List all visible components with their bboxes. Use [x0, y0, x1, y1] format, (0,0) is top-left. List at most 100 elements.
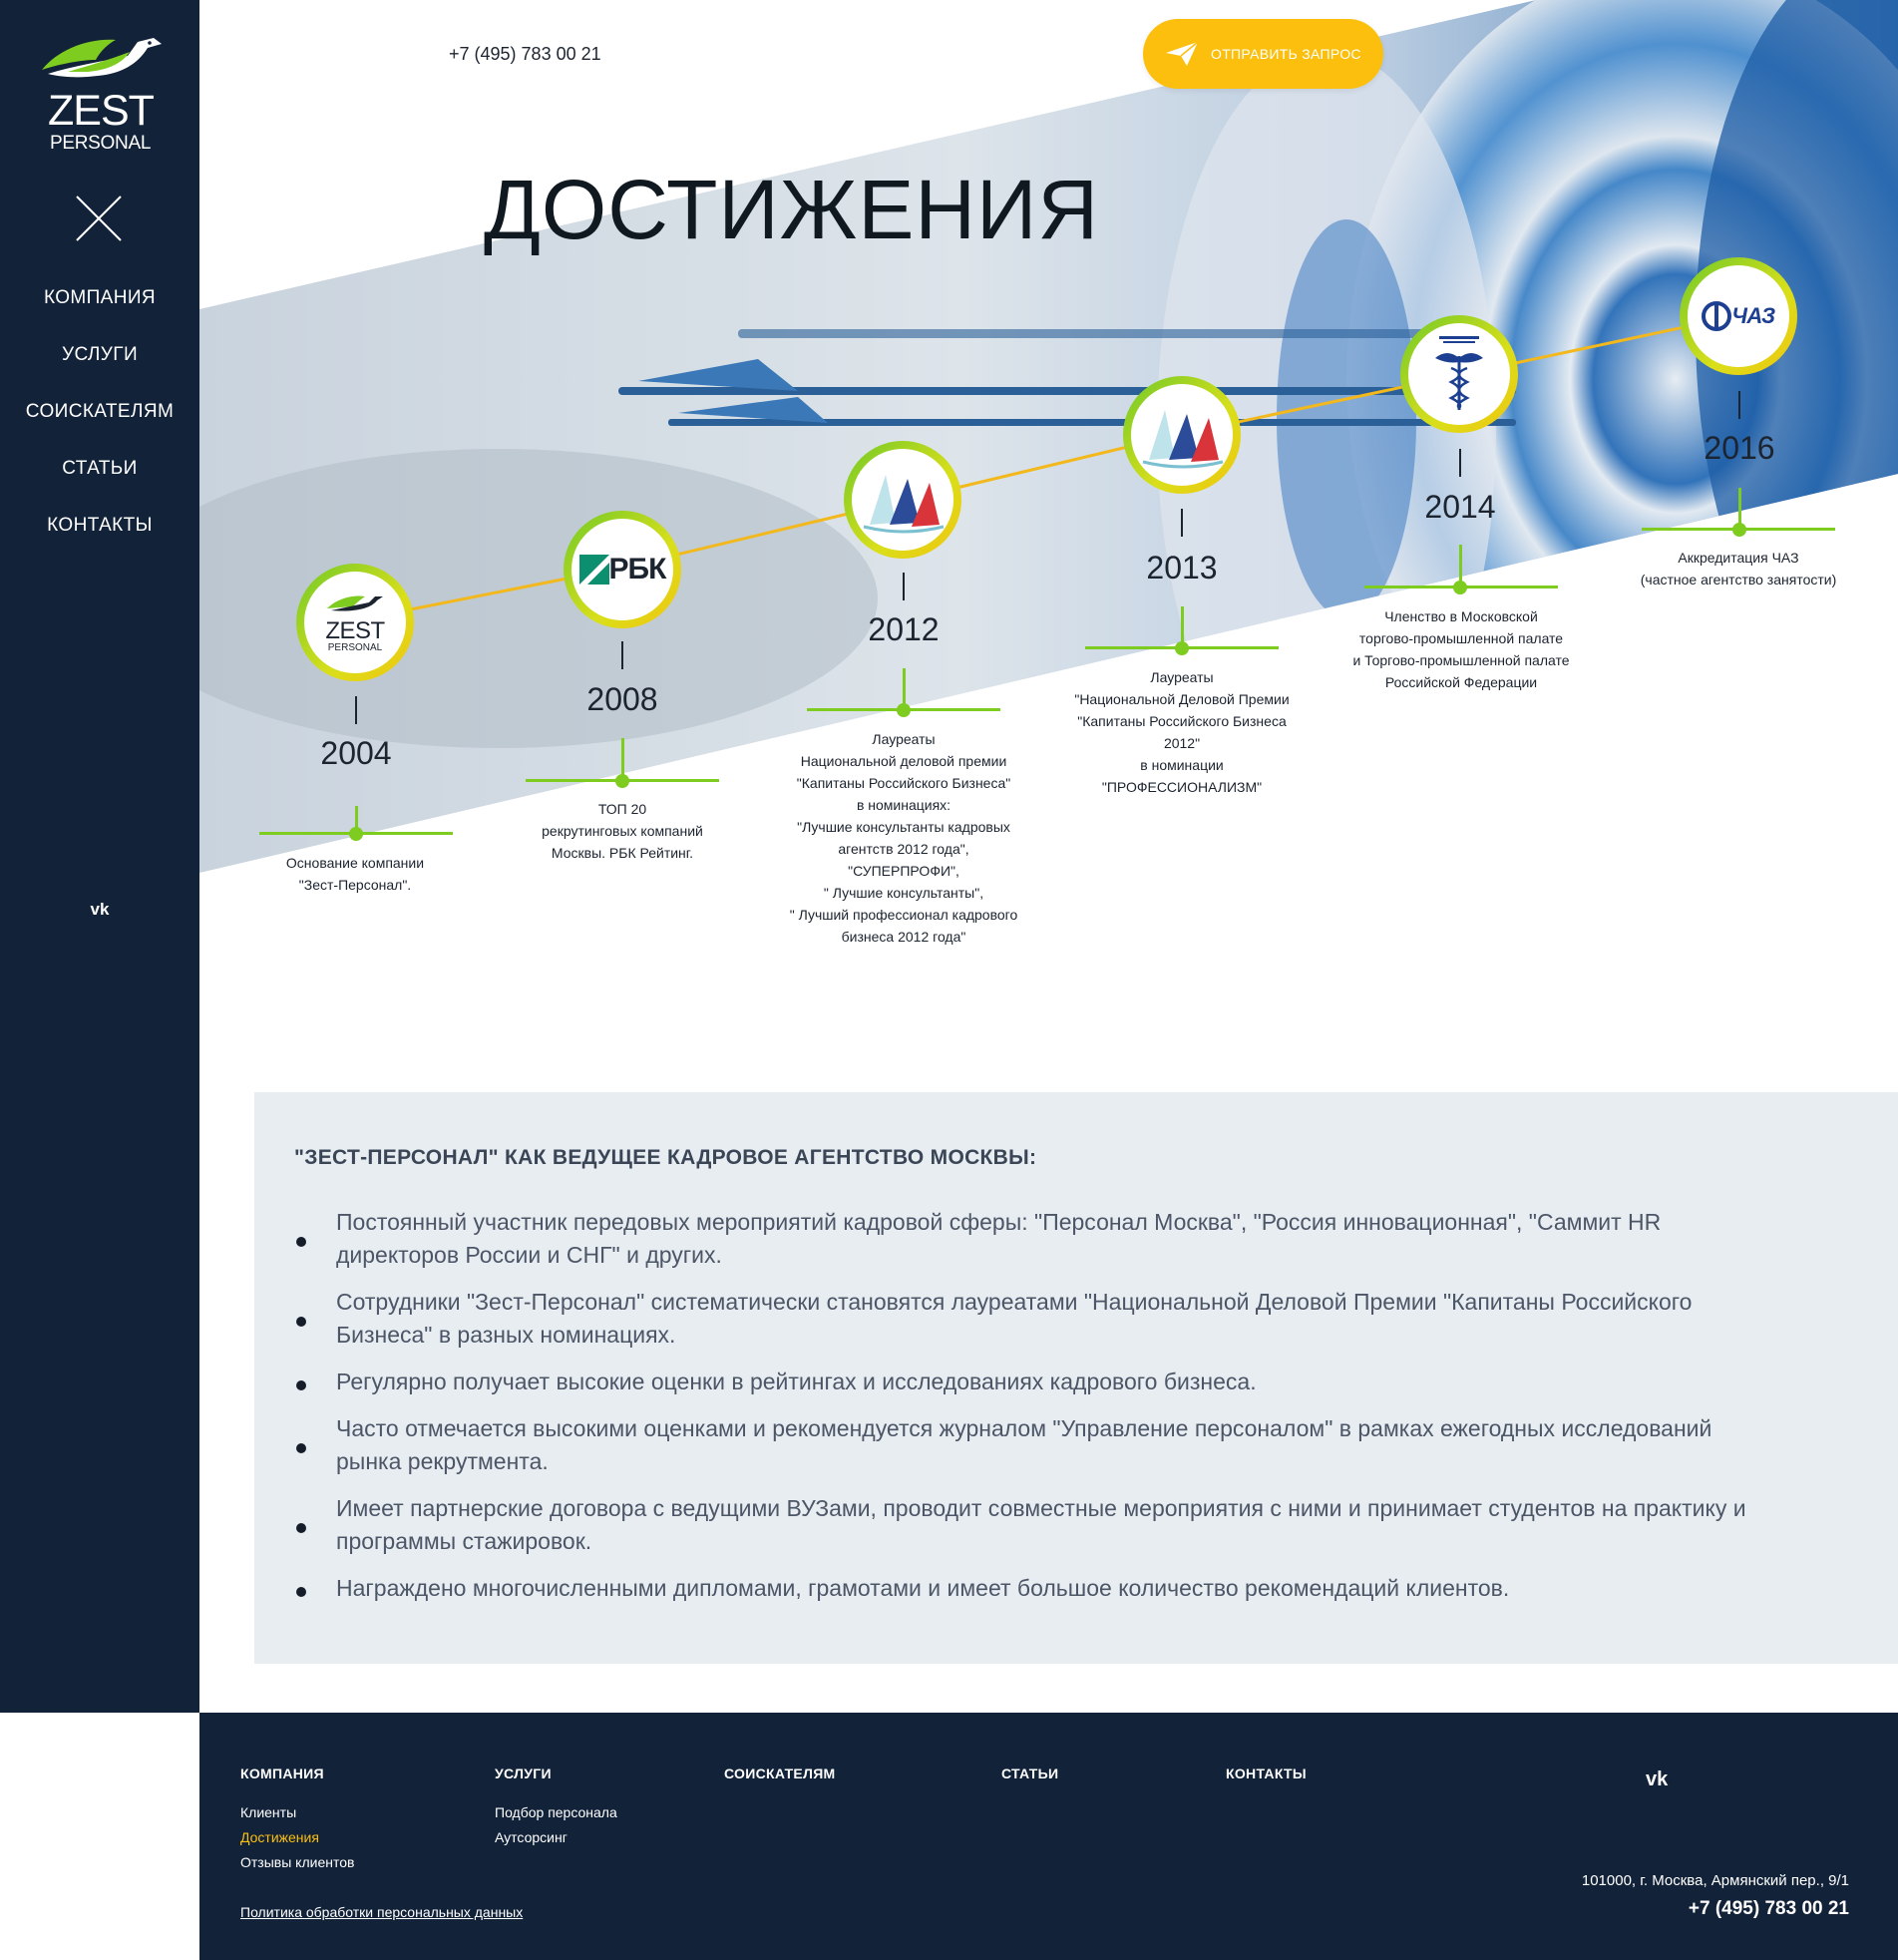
sidebar-item-services[interactable]: УСЛУГИ — [61, 344, 139, 365]
list-item: Имеет партнерские договора с ведущими ВУ… — [296, 1492, 1842, 1558]
timeline-badge-2004[interactable]: ZEST PERSONAL — [296, 564, 414, 681]
advantages-heading: "ЗЕСТ-ПЕРСОНАЛ" КАК ВЕДУЩЕЕ КАДРОВОЕ АГЕ… — [294, 1146, 1037, 1169]
timeline-caption-2013: Лауреаты"Национальной Деловой Премии"Кап… — [1074, 669, 1290, 795]
bullet-icon — [296, 1317, 306, 1327]
timeline-year: 2012 — [868, 611, 940, 647]
timeline-stem — [1181, 606, 1184, 648]
footer-address: 101000, г. Москва, Армянский пер., 9/1 — [1581, 1872, 1849, 1889]
timeline-dot — [1175, 641, 1189, 655]
sidebar: ZEST PERSONAL КОМПАНИЯ УСЛУГИ СОИСКАТЕЛЯ… — [0, 0, 199, 1713]
chaz-logo: ЧАЗ — [1688, 265, 1789, 367]
timeline-stem — [1459, 545, 1462, 587]
tpp-logo — [1408, 323, 1510, 425]
logo-subtitle: PERSONAL — [50, 133, 152, 154]
list-item: Сотрудники "Зест-Персонал" систематическ… — [296, 1286, 1842, 1352]
timeline-year: 2016 — [1704, 430, 1775, 466]
footer-link-outsourcing[interactable]: Аутсорсинг — [495, 1829, 568, 1845]
caduceus-icon — [1435, 336, 1483, 410]
send-request-button[interactable]: ОТПРАВИТЬ ЗАПРОС — [1143, 19, 1383, 89]
bullet-icon — [296, 1523, 306, 1533]
timeline-badge-2016[interactable]: ЧАЗ — [1680, 257, 1797, 375]
footer-heading-company[interactable]: КОМПАНИЯ — [240, 1765, 324, 1781]
sidebar-item-contacts[interactable]: КОНТАКТЫ — [47, 515, 153, 536]
footer: КОМПАНИЯ Клиенты Достижения Отзывы клиен… — [199, 1713, 1898, 1960]
list-item: Часто отмечается высокими оценками и рек… — [296, 1412, 1842, 1478]
bullet-icon — [296, 1586, 306, 1597]
footer-heading-contacts[interactable]: КОНТАКТЫ — [1226, 1765, 1307, 1781]
advantages-section: "ЗЕСТ-ПЕРСОНАЛ" КАК ВЕДУЩЕЕ КАДРОВОЕ АГЕ… — [254, 1092, 1898, 1664]
timeline-logo-sub: PERSONAL — [327, 641, 383, 653]
sidebar-nav: КОМПАНИЯ УСЛУГИ СОИСКАТЕЛЯМ СТАТЬИ КОНТА… — [0, 283, 199, 568]
timeline-badge-2008[interactable]: РБК — [564, 511, 681, 628]
footer-link-clients[interactable]: Клиенты — [240, 1804, 297, 1820]
timeline-logo-text: РБК — [608, 553, 667, 586]
zest-logo: ZEST PERSONAL — [304, 572, 406, 673]
bird-icon — [327, 595, 383, 611]
sails-icon — [863, 475, 945, 534]
timeline-badge-2014[interactable] — [1400, 315, 1518, 433]
timeline-dot — [897, 703, 911, 717]
bird-icon — [42, 38, 162, 78]
timeline-stem — [1738, 488, 1741, 530]
footer-link-achievements[interactable]: Достижения — [240, 1829, 319, 1845]
header-phone[interactable]: +7 (495) 783 00 21 — [449, 44, 601, 64]
advantages-list: Постоянный участник передовых мероприяти… — [296, 1206, 1842, 1619]
timeline-dot — [1732, 523, 1746, 537]
timeline-logo-text: ZEST — [325, 616, 385, 644]
paper-plane-icon — [1166, 41, 1199, 66]
sails-icon — [1142, 410, 1224, 469]
timeline-year: 2008 — [586, 681, 658, 717]
list-item: Регулярно получает высокие оценки в рейт… — [296, 1366, 1842, 1398]
timeline-tick — [1738, 391, 1740, 419]
bullet-icon — [296, 1379, 306, 1390]
timeline-tick — [621, 641, 623, 669]
zest-personal-logo[interactable]: ZEST PERSONAL — [38, 30, 164, 158]
timeline-tick — [355, 696, 357, 724]
footer-phone[interactable]: +7 (495) 783 00 21 — [1688, 1898, 1849, 1919]
list-item: Постоянный участник передовых мероприяти… — [296, 1206, 1842, 1272]
vk-icon[interactable]: vk — [90, 900, 110, 919]
footer-link-reviews[interactable]: Отзывы клиентов — [240, 1854, 355, 1870]
list-item: Награждено многочисленными дипломами, гр… — [296, 1572, 1842, 1605]
footer-heading-articles[interactable]: СТАТЬИ — [1001, 1765, 1059, 1781]
timeline-year: 2014 — [1424, 489, 1496, 525]
timeline-caption-2004: Основание компании"Зест-Персонал". — [285, 855, 425, 893]
sidebar-item-company[interactable]: КОМПАНИЯ — [43, 287, 157, 308]
timeline-logo-text: ЧАЗ — [1731, 303, 1775, 328]
sidebar-item-articles[interactable]: СТАТЬИ — [62, 458, 138, 479]
timeline-badge-2013[interactable] — [1123, 376, 1241, 494]
page-title: ДОСТИЖЕНИЯ — [484, 163, 1100, 256]
timeline-tick — [903, 573, 905, 600]
timeline-year: 2004 — [320, 735, 392, 771]
hero-section: +7 (495) 783 00 21 ОТПРАВИТЬ ЗАПРОС ДОСТ… — [199, 0, 1898, 997]
footer-heading-services[interactable]: УСЛУГИ — [495, 1765, 552, 1781]
timeline-caption-2016: Аккредитация ЧАЗ(частное агентство занят… — [1640, 550, 1837, 588]
bullet-icon — [296, 1443, 306, 1453]
rbk-mark-icon — [578, 555, 609, 585]
footer-heading-candidates[interactable]: СОИСКАТЕЛЯМ — [724, 1765, 836, 1781]
timeline-dot — [615, 774, 629, 788]
archery-target-image — [199, 0, 1898, 873]
timeline-tick — [1181, 509, 1183, 537]
timeline-dot — [349, 827, 363, 841]
timeline-stem — [621, 738, 624, 780]
sidebar-item-candidates[interactable]: СОИСКАТЕЛЯМ — [25, 401, 175, 422]
kapitany-logo — [1131, 384, 1233, 486]
timeline-tick — [1459, 449, 1461, 477]
timeline-badge-2012[interactable] — [844, 441, 961, 559]
send-request-label: ОТПРАВИТЬ ЗАПРОС — [1211, 46, 1361, 62]
footer-link-recruitment[interactable]: Подбор персонала — [495, 1804, 617, 1820]
rbk-logo: РБК — [571, 519, 673, 620]
timeline-stem — [355, 806, 358, 836]
timeline-year: 2013 — [1146, 550, 1218, 586]
bullet-icon — [296, 1237, 306, 1247]
privacy-policy-link[interactable]: Политика обработки персональных данных — [240, 1904, 524, 1920]
close-icon[interactable] — [75, 195, 123, 242]
timeline-stem — [903, 668, 906, 710]
timeline-dot — [1453, 581, 1467, 594]
chaz-mark-icon — [1702, 301, 1732, 331]
vk-icon[interactable]: vk — [1646, 1768, 1669, 1790]
